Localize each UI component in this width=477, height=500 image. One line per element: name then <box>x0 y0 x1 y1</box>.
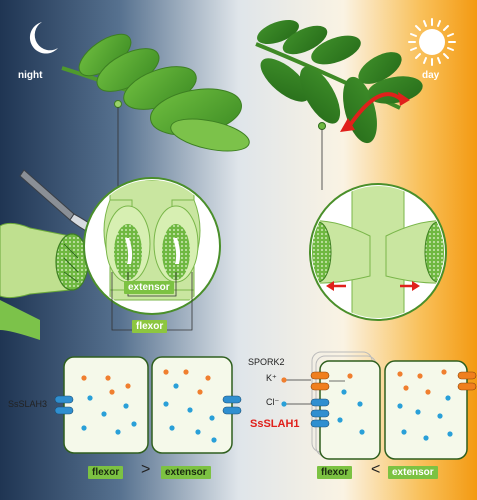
spork2-channel-right <box>457 371 477 391</box>
swelling-arrows <box>326 281 420 291</box>
night-flexor-cell <box>63 356 149 454</box>
day-extensor-cell <box>384 360 468 460</box>
movement-arrowhead-up <box>398 92 410 106</box>
night-leaf <box>61 33 250 152</box>
day-label: day <box>422 70 440 81</box>
sun-icon <box>408 18 456 66</box>
spork2-channel <box>310 371 330 391</box>
ssslah1-channel <box>310 398 330 418</box>
k-ion-marker <box>281 377 287 383</box>
flexor-left-tag: flexor <box>88 466 124 479</box>
ssslah1-channel-lower <box>310 419 330 428</box>
extensor-right-tag: extensor <box>388 466 438 479</box>
ssslah3-label: SsSLAH3 <box>8 399 48 409</box>
flexor-right-tag: flexor <box>317 466 353 479</box>
ssslah1-label: SsSLAH1 <box>250 418 300 430</box>
greater-than-sign: > <box>141 461 151 478</box>
extensor-left-tag: extensor <box>161 466 211 479</box>
movement-arrowhead-down <box>340 118 355 132</box>
k-ion-label: K⁺ <box>266 373 277 383</box>
movement-arrow <box>346 92 404 130</box>
moon-icon <box>29 22 58 54</box>
cl-ion-label: Cl⁻ <box>266 397 280 407</box>
day-leaf <box>255 19 423 144</box>
flexor-inner-label: flexor <box>132 320 168 333</box>
extensor-inner-label: extensor <box>124 281 174 294</box>
night-pulvinus-zoom <box>83 177 221 315</box>
less-than-sign: < <box>371 461 381 478</box>
cl-ion-marker <box>281 401 287 407</box>
spork2-label: SPORK2 <box>248 357 285 367</box>
pulvinus-cut-stem <box>0 222 89 340</box>
ssslah3-channel-left <box>54 395 74 415</box>
ssslah3-channel-mid <box>222 395 242 415</box>
night-label: night <box>18 70 43 81</box>
ions <box>81 369 453 443</box>
